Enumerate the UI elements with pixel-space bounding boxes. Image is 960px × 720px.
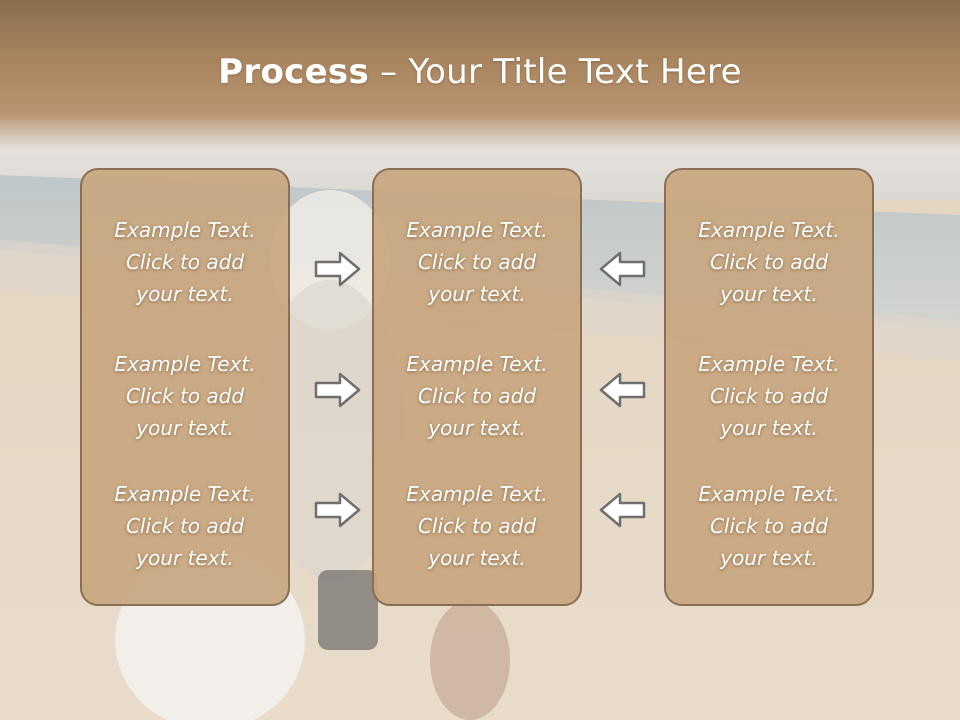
right-arrow-icon — [314, 492, 361, 528]
title-bold-part: Process — [218, 52, 370, 92]
placeholder-text[interactable]: Example Text. Click to add your text. — [698, 482, 840, 570]
placeholder-text[interactable]: Example Text. Click to add your text. — [114, 352, 256, 440]
left-arrow-icon — [599, 492, 646, 528]
placeholder-text[interactable]: Example Text. Click to add your text. — [114, 482, 256, 570]
title-band — [0, 0, 960, 150]
placeholder-text[interactable]: Example Text. Click to add your text. — [698, 218, 840, 306]
process-box-center[interactable]: Example Text. Click to add your text. Ex… — [372, 168, 582, 606]
placeholder-text[interactable]: Example Text. Click to add your text. — [114, 218, 256, 306]
placeholder-text[interactable]: Example Text. Click to add your text. — [406, 352, 548, 440]
left-arrow-icon — [599, 251, 646, 287]
left-arrow-icon — [599, 372, 646, 408]
slide-title[interactable]: Process – Your Title Text Here — [0, 52, 960, 92]
placeholder-text[interactable]: Example Text. Click to add your text. — [698, 352, 840, 440]
title-rest-part: – Your Title Text Here — [369, 52, 742, 92]
process-box-left[interactable]: Example Text. Click to add your text. Ex… — [80, 168, 290, 606]
process-box-right[interactable]: Example Text. Click to add your text. Ex… — [664, 168, 874, 606]
right-arrow-icon — [314, 372, 361, 408]
placeholder-text[interactable]: Example Text. Click to add your text. — [406, 482, 548, 570]
placeholder-text[interactable]: Example Text. Click to add your text. — [406, 218, 548, 306]
right-arrow-icon — [314, 251, 361, 287]
